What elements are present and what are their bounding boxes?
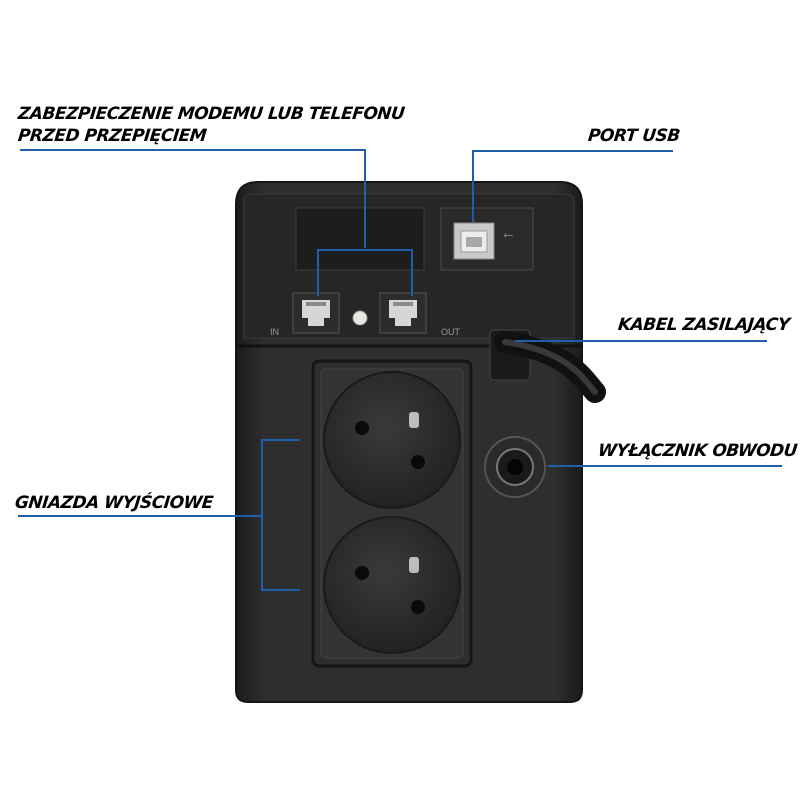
out-port-label: OUT bbox=[441, 327, 460, 337]
leader-modem-bracket bbox=[317, 249, 413, 296]
callout-circuit-breaker: WYŁĄCZNIK OBWODU bbox=[596, 441, 799, 461]
callout-usb-port: PORT USB bbox=[586, 126, 681, 146]
leader-usb bbox=[472, 150, 673, 222]
usb-symbol-icon: ⭠ bbox=[503, 228, 514, 243]
ground-screw bbox=[352, 310, 368, 326]
callout-power-cable: KABEL ZASILAJĄCY bbox=[616, 315, 791, 335]
leader-lines bbox=[18, 149, 782, 591]
callout-modem-protection-line1: ZABEZPIECZENIE MODEMU LUB TELEFONU bbox=[16, 104, 406, 124]
output-socket-2 bbox=[323, 516, 461, 654]
label-plate bbox=[295, 207, 425, 271]
circuit-breaker bbox=[484, 436, 546, 498]
callout-modem-protection-line2: PRZED PRZEPIĘCIEM bbox=[16, 126, 208, 146]
rj-port-out bbox=[379, 292, 427, 334]
leader-modem-underline bbox=[20, 149, 366, 248]
rj-port-in bbox=[292, 292, 340, 334]
power-cable bbox=[489, 329, 606, 403]
output-socket-1 bbox=[323, 371, 461, 509]
in-port-label: IN bbox=[270, 327, 279, 337]
callout-output-sockets: GNIAZDA WYJŚCIOWE bbox=[13, 493, 214, 513]
leader-sockets-bracket bbox=[261, 439, 300, 591]
